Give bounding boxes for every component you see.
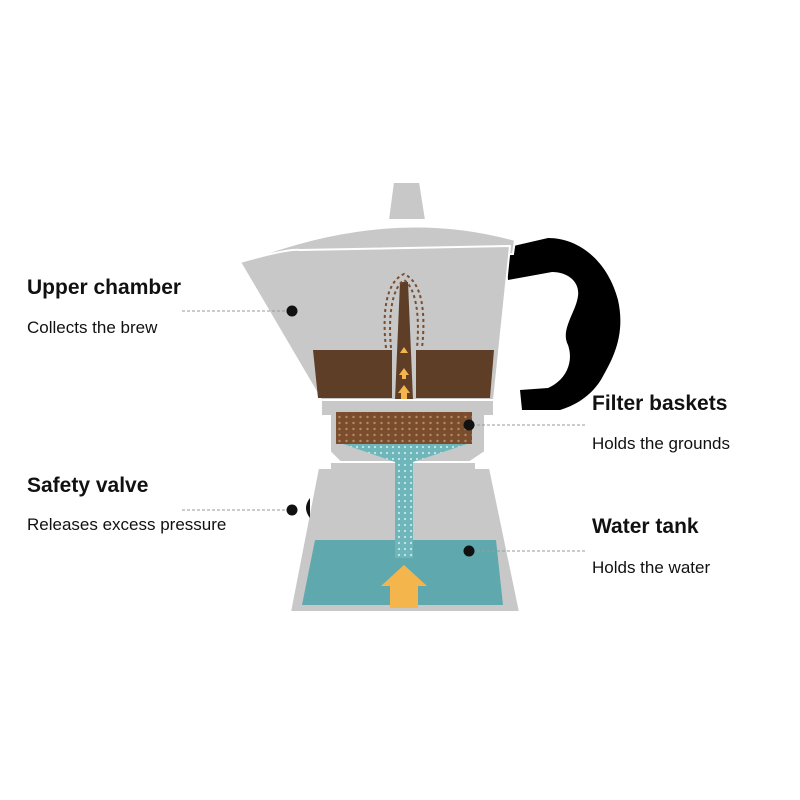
upper-chamber-title: Upper chamber bbox=[27, 276, 182, 299]
safety-valve-title: Safety valve bbox=[27, 474, 149, 497]
filter-grounds bbox=[336, 412, 472, 444]
handle bbox=[505, 238, 621, 410]
coffee-spray bbox=[383, 272, 425, 349]
lid-knob bbox=[386, 181, 428, 221]
pressure-arrow bbox=[381, 565, 427, 608]
water-tank-title: Water tank bbox=[592, 515, 699, 538]
safety-valve-description: Releases excess pressure bbox=[27, 515, 227, 534]
brewed-coffee bbox=[313, 350, 494, 398]
funnel bbox=[343, 444, 467, 558]
water-tank-description: Holds the water bbox=[592, 558, 711, 577]
leader-lines bbox=[182, 310, 585, 552]
central-column bbox=[395, 282, 413, 400]
filter-baskets-description: Holds the grounds bbox=[592, 434, 730, 453]
upper-chamber-description: Collects the brew bbox=[27, 318, 158, 337]
column-arrows bbox=[398, 347, 410, 399]
safety-valve bbox=[306, 498, 310, 518]
filter-baskets-title: Filter baskets bbox=[592, 392, 728, 415]
callout-dots bbox=[286, 305, 475, 557]
